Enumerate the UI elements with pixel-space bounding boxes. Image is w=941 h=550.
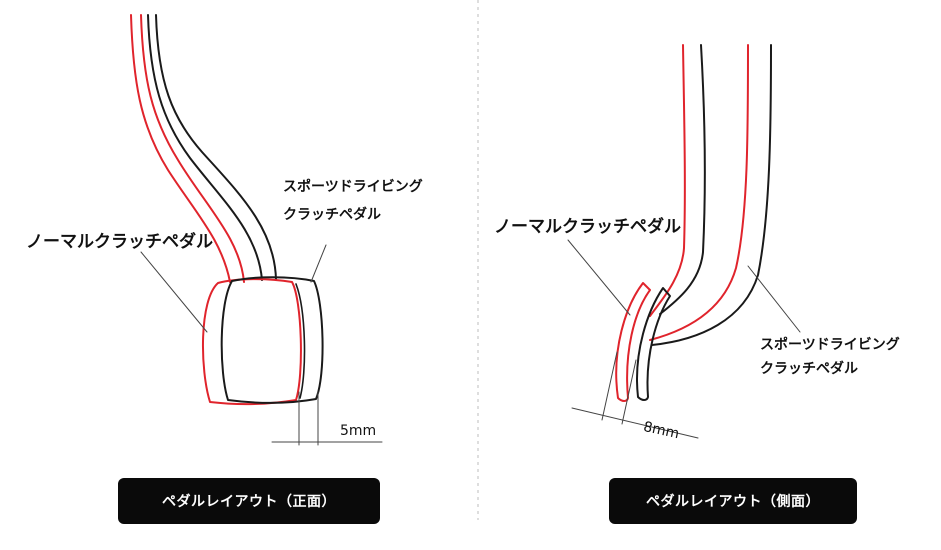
side-leader-normal	[567, 239, 631, 316]
front-dimension-label: 5mm	[340, 423, 377, 439]
side-normal-pad	[615, 282, 651, 402]
front-sport-pad-inner	[295, 283, 306, 399]
front-label-sport-line1: スポーツドライビング	[283, 179, 423, 195]
front-caption: ペダルレイアウト（正面）	[118, 478, 380, 524]
side-label-normal: ノーマルクラッチペダル	[494, 217, 681, 237]
front-sport-pad	[220, 276, 324, 404]
front-leader-sport	[310, 244, 327, 283]
side-label-sport-line1: スポーツドライビング	[760, 337, 900, 353]
front-label-normal: ノーマルクラッチペダル	[26, 232, 213, 252]
front-normal-arm-2	[140, 14, 245, 283]
front-sport-arm	[147, 14, 263, 281]
side-sport-arm	[659, 44, 706, 315]
front-view	[130, 14, 383, 446]
side-sport-pad	[636, 287, 671, 401]
front-leader-normal	[140, 251, 208, 333]
side-dim-line	[571, 407, 699, 439]
front-normal-pad	[201, 278, 302, 406]
side-dim-ext-1	[601, 351, 618, 421]
side-dim-ext-2	[621, 359, 637, 425]
side-label-sport-line2: クラッチペダル	[760, 361, 858, 377]
front-normal-arm	[130, 14, 231, 283]
side-leader-sport	[747, 265, 801, 333]
front-sport-arm-2	[155, 14, 277, 281]
side-normal-arm-2	[649, 44, 749, 341]
side-normal-arm	[649, 44, 686, 317]
side-sport-arm-2	[651, 44, 772, 346]
side-view	[567, 44, 801, 439]
front-label-sport-line2: クラッチペダル	[283, 207, 381, 223]
side-caption: ペダルレイアウト（側面）	[609, 478, 857, 524]
